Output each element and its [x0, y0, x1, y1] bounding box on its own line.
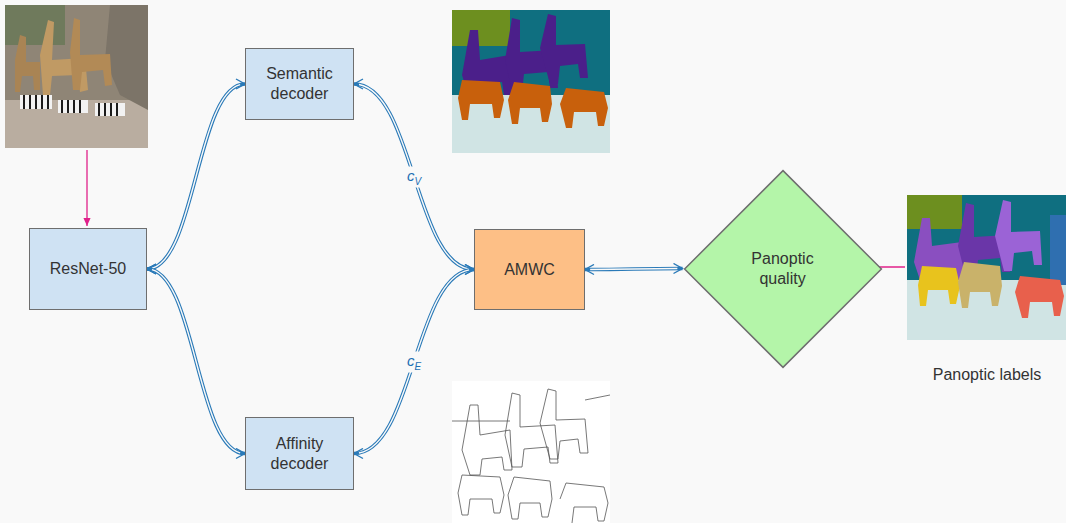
label-base: c	[407, 166, 415, 183]
drawing-part	[35, 95, 37, 109]
diamond-outline	[683, 169, 883, 369]
connector-outer	[585, 269, 683, 270]
edge-label: cE	[405, 351, 423, 372]
connector-gap	[585, 269, 683, 270]
drawing-part	[67, 100, 69, 113]
drawing-part	[452, 10, 510, 46]
drawing-part	[452, 10, 610, 153]
drawing-part	[20, 95, 52, 109]
connector-outer	[354, 84, 474, 270]
drawing-part	[70, 18, 112, 90]
node-text: Panoptic quality	[738, 249, 828, 289]
drawing-part	[5, 5, 65, 45]
connector-gap	[354, 270, 474, 454]
double-connector	[354, 270, 474, 454]
diamond-shape	[684, 170, 881, 367]
drawing-part	[79, 100, 81, 113]
drawing-part	[23, 95, 25, 109]
double-connector	[585, 269, 683, 270]
drawing-part	[958, 262, 1002, 308]
connector-gap	[147, 84, 245, 269]
drawing-part	[907, 195, 962, 229]
drawing-part	[508, 82, 552, 124]
node-text: Affinity decoder	[246, 434, 353, 474]
double-connector	[354, 84, 474, 270]
node-text: Semantic decoder	[246, 64, 353, 104]
semantic-map	[452, 10, 610, 153]
node-text: ResNet-50	[50, 259, 126, 279]
drawing-part	[540, 389, 588, 459]
drawing-part	[29, 95, 31, 109]
drawing-part	[560, 483, 608, 523]
panoptic-map	[907, 195, 1066, 340]
connector-outer	[147, 84, 245, 269]
label-base: c	[407, 351, 415, 368]
backbone-box: ResNet-50	[29, 228, 147, 310]
drawing-part	[41, 95, 43, 109]
drawing-part	[110, 103, 112, 116]
label-subscript: V	[414, 175, 421, 186]
drawing-part	[73, 100, 75, 113]
drawing-part	[1050, 215, 1066, 285]
decoder-box: Semantic decoder	[245, 48, 354, 120]
connector-outer	[147, 269, 245, 454]
drawing-part	[116, 103, 118, 116]
image-caption: Panoptic labels	[933, 366, 1042, 384]
drawing-part	[105, 5, 148, 110]
drawing-part	[1015, 276, 1064, 318]
input-photo	[5, 5, 148, 148]
drawing-part	[452, 389, 610, 523]
drawing-part	[508, 477, 552, 519]
drawing-part	[104, 103, 106, 116]
drawing-part	[907, 195, 1066, 340]
drawing-part	[540, 14, 588, 84]
drawing-part	[24, 95, 117, 116]
drawing-part	[505, 393, 558, 467]
drawing-part	[47, 95, 49, 109]
edge-label: cV	[405, 166, 423, 187]
drawing-part	[5, 5, 148, 148]
drawing-part	[20, 95, 125, 116]
drawing-part	[995, 200, 1042, 271]
metric-diamond: Panoptic quality	[683, 169, 883, 369]
connector-gap	[354, 84, 474, 270]
node-text: AMWC	[504, 260, 555, 280]
label-subscript: E	[414, 360, 421, 371]
drawing-part	[98, 103, 100, 116]
drawing-part	[95, 103, 125, 116]
input-arrow	[86, 150, 87, 226]
affinity-map	[452, 381, 610, 523]
drawing-part	[458, 475, 504, 515]
double-connector	[147, 84, 245, 269]
drawing-part	[462, 405, 512, 475]
connector-gap	[147, 269, 245, 454]
connector-outer	[354, 270, 474, 454]
drawing-part	[458, 80, 504, 120]
drawing-part	[58, 100, 88, 113]
solver-box: AMWC	[474, 229, 585, 310]
drawing-part	[452, 381, 610, 523]
drawing-part	[560, 88, 608, 128]
decoder-box: Affinity decoder	[245, 417, 354, 490]
drawing-part	[15, 35, 40, 92]
drawing-part	[61, 100, 63, 113]
drawing-part	[452, 395, 610, 421]
drawing-part	[918, 266, 960, 306]
double-connector	[147, 269, 245, 454]
